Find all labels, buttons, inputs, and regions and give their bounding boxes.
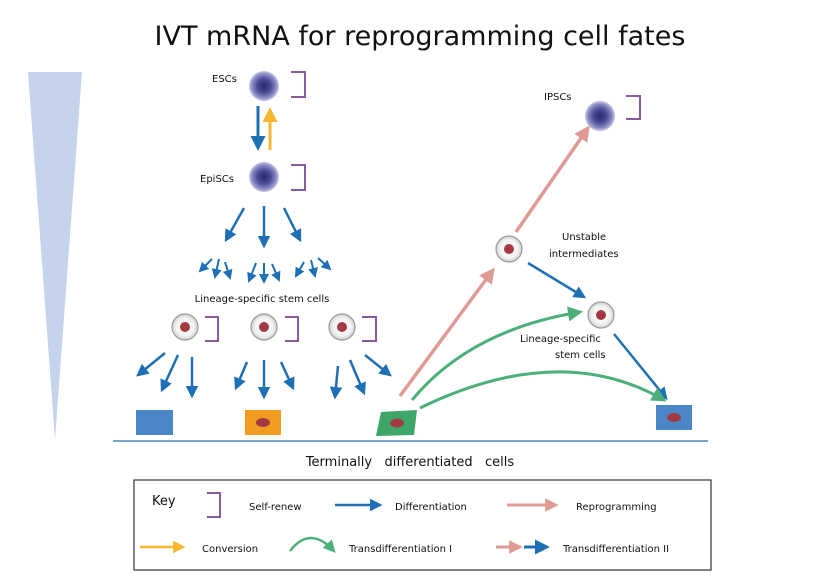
- key-reprogramming-label: Reprogramming: [576, 502, 657, 513]
- lineage-right-cell: [587, 301, 615, 329]
- key-self-renew-label: Self-renew: [249, 502, 302, 513]
- ipscs-label: IPSCs: [544, 92, 572, 103]
- unstable-intermediate-cell: [495, 235, 523, 263]
- key-differentiation-label: Differentiation: [395, 502, 467, 513]
- terminal-cell-target: [656, 405, 692, 430]
- escs-cell: [249, 71, 279, 101]
- key-box: [133, 479, 712, 571]
- episcs-self-renew-icon: [291, 164, 306, 191]
- terminal-cell-green: [376, 410, 417, 436]
- key-heading: Key: [152, 494, 176, 509]
- lineage-cell-2: [250, 313, 278, 341]
- potency-gradient-triangle: [28, 72, 82, 440]
- episcs-cell: [249, 162, 279, 192]
- terminal-differentiation-arrows: [136, 352, 392, 400]
- transdiff-arrow-to-terminal: [419, 370, 667, 410]
- lineage-right-to-terminal-arrow: [613, 333, 668, 400]
- ipscs-self-renew-icon: [626, 95, 641, 120]
- escs-self-renew-icon: [291, 71, 306, 98]
- lineage-cell-1-self-renew-icon: [205, 316, 219, 342]
- lineage-left-label: Lineage-specific stem cells: [195, 294, 330, 305]
- lineage-cell-3-self-renew-icon: [362, 316, 377, 342]
- transdiff-arrow-to-lineage: [410, 306, 583, 401]
- reprogramming-arrow-2: [514, 125, 590, 233]
- ipscs-cell: [585, 101, 615, 131]
- key-self-renew-icon: [207, 492, 221, 518]
- unstable-label-line1: Unstable: [562, 232, 606, 243]
- lineage-cell-1: [171, 313, 199, 341]
- lineage-right-label-line1: Lineage-specific: [520, 334, 601, 345]
- episcs-label: EpiSCs: [200, 174, 234, 185]
- lineage-cell-3: [328, 313, 356, 341]
- lineage-right-label-line2: stem cells: [555, 350, 606, 361]
- key-transdiff-1-label: Transdifferentiation I: [348, 544, 452, 555]
- key-conversion-label: Conversion: [202, 544, 258, 555]
- escs-label: ESCs: [212, 74, 237, 85]
- unstable-label-line2: intermediates: [549, 249, 619, 260]
- episcs-differentiation-arrows: [224, 206, 302, 249]
- terminal-label: Terminally differentiated cells: [305, 455, 515, 470]
- diagram-title: IVT mRNA for reprogramming cell fates: [155, 21, 686, 52]
- reprogramming-arrow-1: [398, 267, 495, 398]
- secondary-differentiation-arrows: [198, 257, 332, 284]
- intermediate-to-lineage-arrow: [527, 261, 587, 299]
- key-transdiff-1-arrow: [289, 536, 336, 553]
- key-transdiff-2-label: Transdifferentiation II: [562, 544, 669, 555]
- terminal-cell-orange: [245, 410, 281, 435]
- terminal-cell-blue: [136, 410, 173, 435]
- lineage-cell-2-self-renew-icon: [285, 316, 299, 342]
